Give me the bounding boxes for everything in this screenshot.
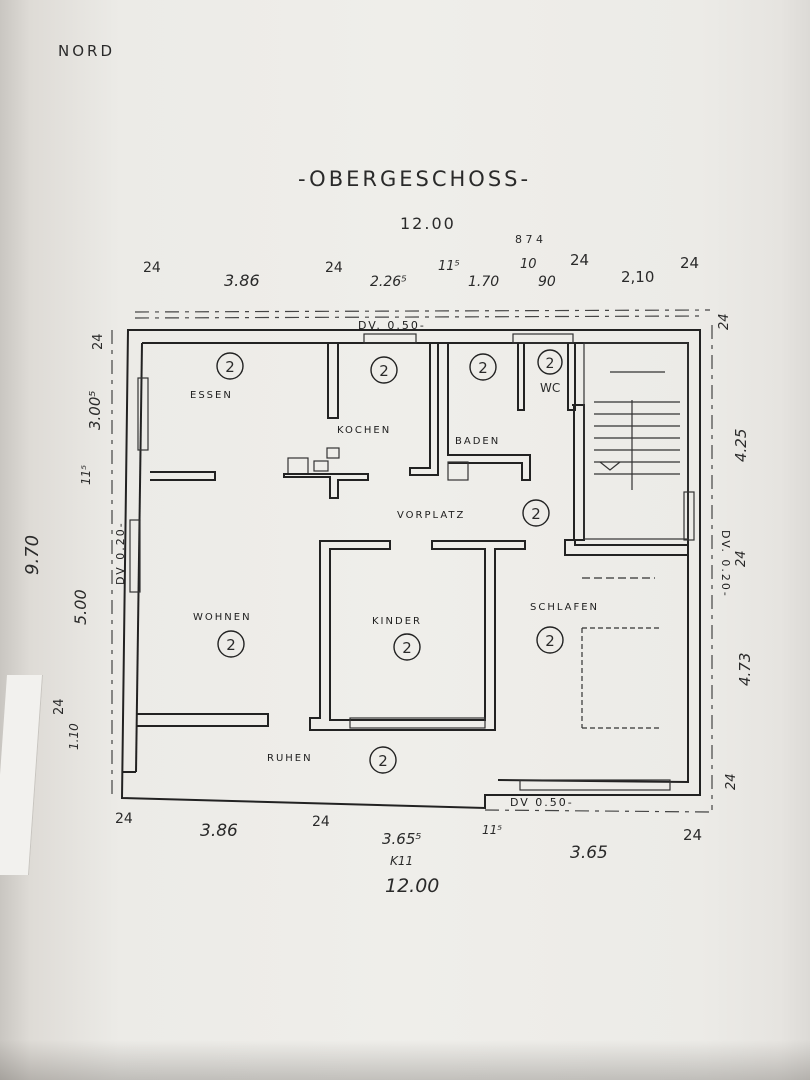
- wall-wohnen-ruhen: [136, 713, 269, 727]
- floor-title: -OBERGESCHOSS-: [298, 167, 531, 191]
- svg-text:RUHEN: RUHEN: [267, 753, 313, 764]
- wall-essen-wohnen-stub: [150, 471, 216, 481]
- outer-wall-inner: [142, 342, 689, 784]
- dim-right-1: 4.25: [732, 429, 750, 462]
- room-kochen: 2 KOCHEN: [337, 356, 398, 436]
- window-baden: [512, 333, 574, 344]
- svg-text:BADEN: BADEN: [455, 436, 500, 447]
- room-kinder: KINDER 2: [372, 616, 422, 661]
- dim-bottom-0: 24: [115, 811, 133, 827]
- dim-bottom-1: 3.86: [200, 821, 238, 841]
- wall-schlafen-top: [564, 539, 689, 556]
- dim-top-8: 24: [570, 251, 589, 269]
- bed-outline: [581, 627, 660, 729]
- dv-bottom: DV 0.50-: [510, 796, 574, 809]
- dim-top-6: 10: [520, 257, 537, 272]
- dim-left-0: 24: [91, 333, 106, 350]
- dv-top: DV. 0.50-: [358, 319, 426, 332]
- room-vorplatz: VORPLATZ 2: [397, 499, 550, 527]
- dim-top-0: 24: [143, 260, 161, 276]
- dim-left-1: 3.00⁵: [86, 391, 104, 430]
- dim-left-5: 1.10: [67, 723, 81, 750]
- chimney-3: [326, 447, 340, 459]
- window-wohnen: [129, 519, 141, 593]
- wall-essen-kochen: [327, 343, 339, 419]
- svg-text:2: 2: [378, 752, 388, 770]
- wall-stair-left: [572, 404, 585, 541]
- dim-bottom-2: 24: [312, 814, 330, 830]
- dim-top-note: 8 7 4: [515, 233, 543, 246]
- wall-wc-stair: [567, 343, 576, 411]
- photo-shadow: [0, 1040, 810, 1080]
- kitchen-counter: [283, 473, 369, 499]
- dim-top-4: 11⁵: [438, 259, 460, 274]
- dim-top-7: 90: [538, 274, 556, 290]
- dim-top-2: 24: [325, 260, 343, 276]
- svg-text:2: 2: [402, 639, 412, 657]
- svg-text:KOCHEN: KOCHEN: [337, 425, 391, 436]
- wall-baden-wc: [517, 343, 525, 411]
- room-baden: 2 BADEN: [455, 353, 500, 447]
- room-wc: 2 WC: [537, 349, 563, 395]
- outer-wall-inner-left: [135, 342, 143, 773]
- wall-kinder: [309, 540, 526, 731]
- dim-top-10: 24: [680, 254, 699, 272]
- svg-text:2: 2: [545, 632, 555, 650]
- dim-bottom-5: 3.65: [570, 843, 608, 863]
- dim-top-total: 12.00: [400, 214, 456, 233]
- svg-text:ESSEN: ESSEN: [190, 390, 233, 401]
- svg-text:WC: WC: [540, 381, 560, 395]
- svg-text:2: 2: [531, 505, 541, 523]
- chimney-2: [313, 460, 329, 472]
- room-essen: 2 ESSEN: [190, 352, 244, 401]
- dim-top-3: 2.26⁵: [370, 274, 407, 290]
- dv-left: DV 0.20-: [114, 521, 127, 585]
- svg-text:2: 2: [478, 359, 488, 377]
- svg-text:2: 2: [546, 356, 555, 372]
- dim-right-4: 24: [724, 773, 739, 790]
- dim-bottom-3: 3.65⁵: [382, 830, 421, 848]
- outer-wall: [120, 329, 701, 810]
- eaves-line-top-2: [134, 315, 706, 319]
- window-kochen: [363, 333, 417, 344]
- wall-baden-bottom: [447, 343, 531, 481]
- dim-left-4: 24: [52, 698, 67, 715]
- dim-left-total: 9.70: [22, 535, 43, 575]
- dim-top-5: 1.70: [468, 274, 499, 290]
- svg-text:WOHNEN: WOHNEN: [193, 612, 252, 623]
- eaves-line-top: [134, 309, 711, 313]
- svg-text:2: 2: [379, 362, 389, 380]
- dim-bottom-6: 24: [683, 826, 702, 844]
- window-stair: [683, 491, 695, 541]
- svg-text:2: 2: [226, 636, 236, 654]
- eaves-line-bottom: [484, 809, 711, 813]
- dim-top-1: 3.86: [224, 271, 260, 290]
- window-essen: [137, 377, 149, 451]
- dv-right: DV. 0.20-: [719, 530, 732, 598]
- staircase: [583, 342, 689, 540]
- dim-top-9: 2,10: [621, 268, 654, 286]
- dim-left-2: 11⁵: [79, 465, 93, 485]
- room-schlafen: SCHLAFEN 2: [530, 602, 599, 654]
- svg-text:VORPLATZ: VORPLATZ: [397, 510, 465, 521]
- dim-right-0: 24: [717, 313, 732, 330]
- room-ruhen: RUHEN 2: [267, 746, 397, 774]
- room-wohnen: WOHNEN 2: [193, 612, 252, 658]
- svg-text:KINDER: KINDER: [372, 616, 422, 627]
- wall-kochen-baden: [409, 343, 439, 476]
- window-schlafen: [519, 779, 671, 791]
- window-kinder: [349, 717, 486, 729]
- dim-bottom-note: K11: [390, 854, 413, 868]
- dim-bottom-4: 11⁵: [482, 823, 502, 837]
- svg-text:2: 2: [225, 358, 235, 376]
- baden-shaft: [447, 461, 469, 481]
- svg-text:SCHLAFEN: SCHLAFEN: [530, 602, 599, 613]
- dim-right-3: 4.73: [736, 653, 754, 686]
- north-label: NORD: [58, 42, 115, 60]
- dim-bottom-total: 12.00: [385, 875, 439, 897]
- dim-left-3: 5.00: [71, 589, 90, 625]
- dim-right-2: 24: [734, 550, 749, 567]
- chimney-1: [287, 457, 309, 475]
